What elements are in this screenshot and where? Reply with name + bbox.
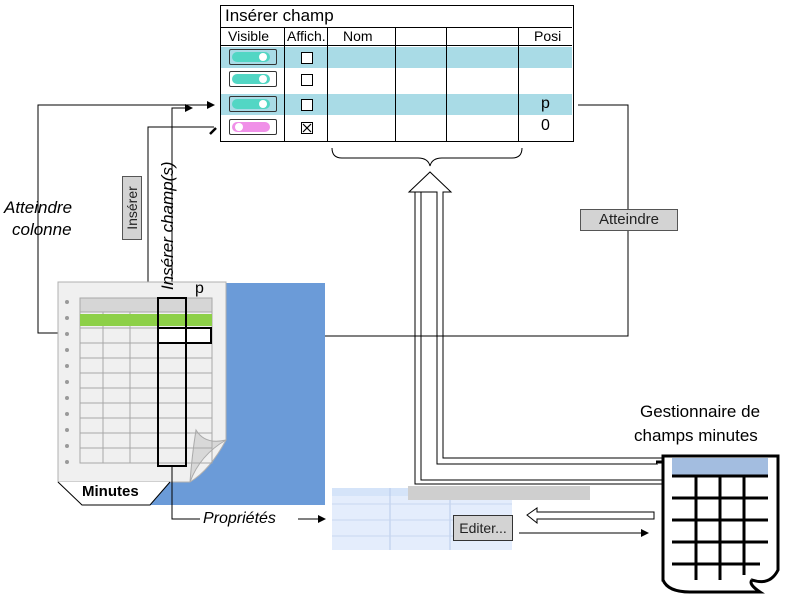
inserer-champs-label: Insérer champ(s) <box>158 161 177 290</box>
proprietes-label: Propriétés <box>203 510 276 527</box>
calendar-icon <box>656 454 780 594</box>
affich-checkbox-crossed[interactable] <box>301 122 313 134</box>
column-header-nom[interactable]: Nom <box>343 28 373 44</box>
inserer-arrow <box>144 126 214 301</box>
visible-toggle[interactable] <box>229 119 277 135</box>
editer-button[interactable]: Editer... <box>453 515 513 541</box>
proprietes-arrow <box>171 466 200 520</box>
column-p-label: p <box>195 280 204 297</box>
gestionnaire-label-2: champs minutes <box>634 426 758 445</box>
minutes-label: Minutes <box>82 483 139 500</box>
hollow-up-arrow <box>407 171 667 465</box>
posi-value: 0 <box>541 117 550 134</box>
affich-checkbox[interactable] <box>301 52 313 64</box>
affich-checkbox[interactable] <box>301 99 313 111</box>
column-header-posi[interactable]: Posi <box>534 28 562 44</box>
atteindre-colonne-label-1: Atteindre <box>4 198 73 217</box>
posi-value: p <box>541 95 550 112</box>
affich-checkbox[interactable] <box>301 74 313 86</box>
inserer-label: Insérer <box>122 176 142 240</box>
brace-icon <box>331 147 523 167</box>
gestionnaire-label-1: Gestionnaire de <box>640 402 761 421</box>
field-table-title: Insérer champ <box>225 6 334 25</box>
visible-toggle[interactable] <box>229 96 277 112</box>
visible-toggle[interactable] <box>229 71 277 87</box>
column-header-affich[interactable]: Affich. <box>287 28 326 44</box>
field-table: Insérer champ Visible Affich. Nom Posi p… <box>220 5 574 142</box>
hollow-left-arrow <box>526 507 655 525</box>
atteindre-label: Atteindre <box>580 209 678 231</box>
inserer-champs-arrow <box>171 104 193 320</box>
atteindre-colonne-label-2: colonne <box>12 220 72 239</box>
green-row <box>80 314 212 326</box>
column-header-visible[interactable]: Visible <box>228 28 269 44</box>
visible-toggle[interactable] <box>229 49 277 65</box>
atteindre-colonne-arrow <box>37 101 215 334</box>
